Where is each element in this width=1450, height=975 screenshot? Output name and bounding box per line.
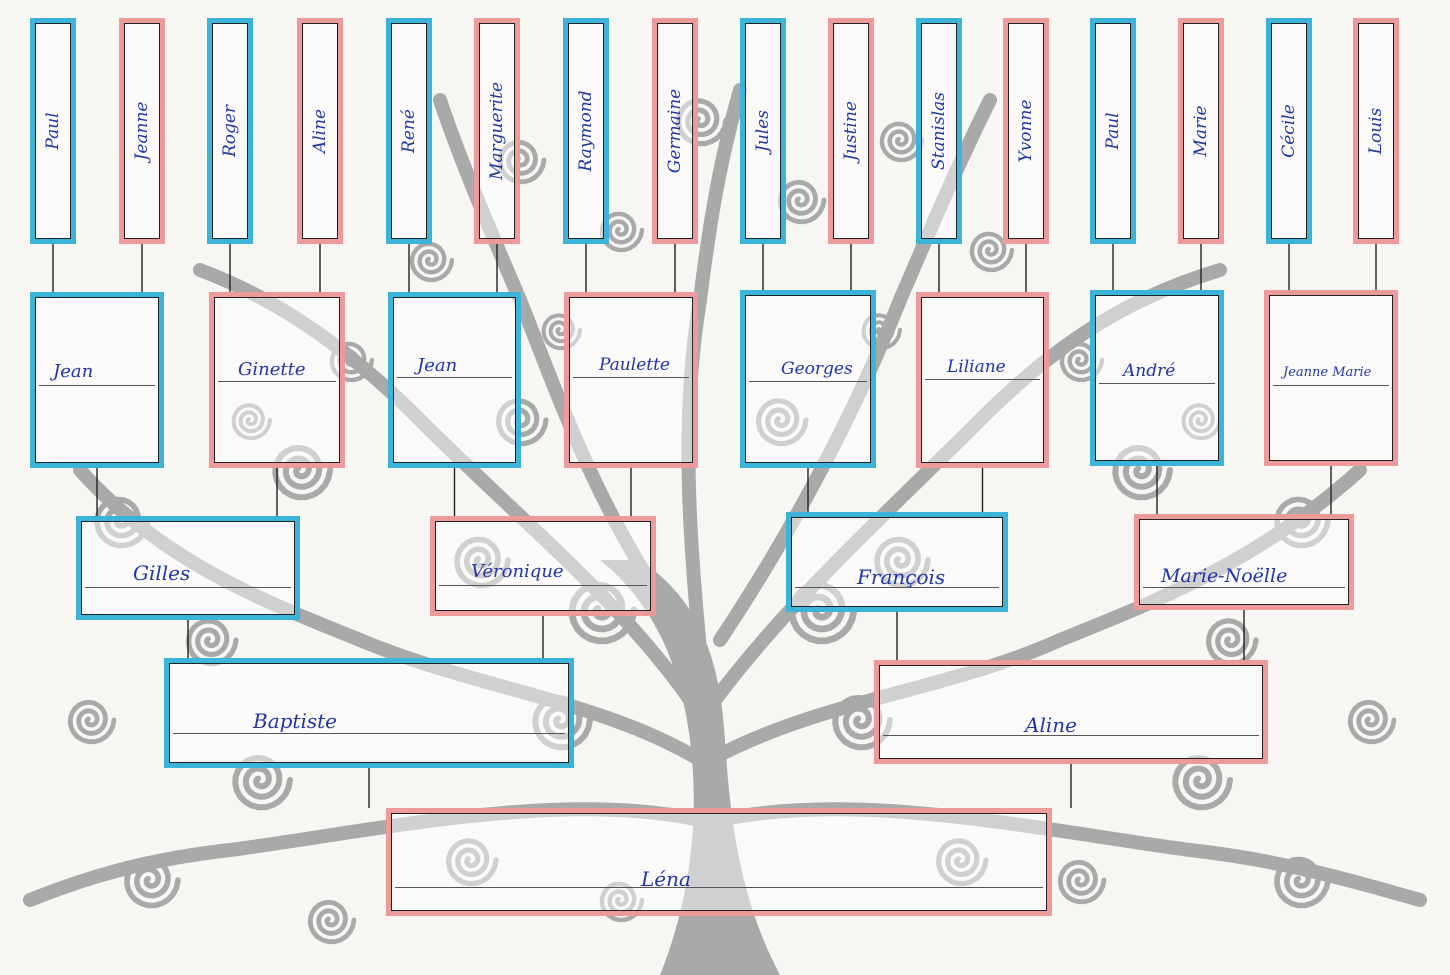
name-line [1143, 587, 1345, 588]
person-name: Paul [43, 112, 63, 149]
person-name: Marie [1191, 105, 1211, 156]
name-line [395, 887, 1043, 888]
person-name: Paulette [599, 355, 670, 375]
person-name: Stanislas [929, 92, 949, 170]
name-line [1273, 385, 1389, 386]
person-name: René [399, 109, 419, 153]
great-grandparent-box[interactable]: Jeanne [119, 18, 165, 244]
parent-generation-box[interactable]: Gilles [76, 516, 300, 620]
name-line [573, 377, 689, 378]
great-grandparent-box[interactable]: Cécile [1266, 18, 1312, 244]
person-name: Véronique [471, 561, 564, 582]
name-line [795, 587, 999, 588]
person-name: Jeanne Marie [1283, 365, 1371, 380]
great-grandparent-box[interactable]: Yvonne [1003, 18, 1049, 244]
person-name: Jean [53, 361, 93, 382]
grandparent-box[interactable]: Ginette [209, 292, 345, 468]
person-name: Aline [1025, 713, 1077, 737]
grandparent-box[interactable]: Paulette [564, 292, 698, 468]
great-grandparent-box[interactable]: Germaine [652, 18, 698, 244]
person-name: Raymond [576, 90, 596, 171]
grandparent-box[interactable]: Georges [740, 290, 876, 468]
great-grandparent-box[interactable]: Jules [740, 18, 786, 244]
grandparent-box[interactable]: Liliane [916, 292, 1049, 468]
name-line [173, 733, 565, 734]
person-name: Jeanne [132, 102, 152, 161]
person-name: André [1123, 361, 1175, 381]
great-grandparent-box[interactable]: Paul [1090, 18, 1136, 244]
person-name: François [857, 565, 945, 589]
name-line [39, 385, 155, 386]
person-name: Roger [220, 105, 240, 157]
name-line [397, 377, 512, 378]
name-line [218, 381, 336, 382]
person-name: Aline [310, 109, 330, 153]
grandparent-box[interactable]: Jeanne Marie [1264, 290, 1398, 466]
person-name: Georges [781, 359, 853, 379]
great-grandparent-box[interactable]: Justine [828, 18, 874, 244]
name-line [85, 587, 291, 588]
person-name: Jean [417, 355, 457, 376]
great-grandparent-box[interactable]: Louis [1353, 18, 1399, 244]
person-name: Germaine [665, 89, 685, 173]
name-line [439, 585, 647, 586]
name-line [883, 735, 1259, 736]
parent-generation-box[interactable]: François [786, 512, 1008, 612]
grandparent-box[interactable]: Jean [30, 292, 164, 468]
person-name: Gilles [133, 561, 190, 585]
grandparent-box[interactable]: Jean [388, 292, 521, 468]
great-grandparent-box[interactable]: Stanislas [916, 18, 962, 244]
great-grandparent-box[interactable]: René [386, 18, 432, 244]
person-name: Justine [841, 101, 861, 161]
person-name: Ginette [238, 359, 306, 380]
person-name: Yvonne [1016, 99, 1036, 162]
name-line [1099, 383, 1215, 384]
great-grandparent-box[interactable]: Raymond [563, 18, 609, 244]
parent-box[interactable]: Aline [874, 660, 1268, 764]
parent-generation-box[interactable]: Véronique [430, 516, 656, 616]
grandparent-box[interactable]: André [1090, 290, 1224, 466]
person-name: Cécile [1279, 104, 1299, 158]
person-name: Louis [1366, 108, 1386, 155]
name-line [749, 381, 867, 382]
great-grandparent-box[interactable]: Marie [1178, 18, 1224, 244]
great-grandparent-box[interactable]: Marguerite [474, 18, 520, 244]
person-name: Marie-Noëlle [1161, 565, 1287, 587]
person-name: Paul [1103, 112, 1123, 149]
person-name: Marguerite [487, 82, 507, 180]
person-name: Liliane [947, 357, 1006, 377]
name-line [925, 379, 1040, 380]
parent-generation-box[interactable]: Marie-Noëlle [1134, 514, 1354, 610]
person-name: Baptiste [253, 709, 337, 733]
child-box[interactable]: Léna [386, 808, 1052, 916]
great-grandparent-box[interactable]: Paul [30, 18, 76, 244]
great-grandparent-box[interactable]: Aline [297, 18, 343, 244]
great-grandparent-box[interactable]: Roger [207, 18, 253, 244]
parent-box[interactable]: Baptiste [164, 658, 574, 768]
person-name: Jules [753, 110, 773, 152]
